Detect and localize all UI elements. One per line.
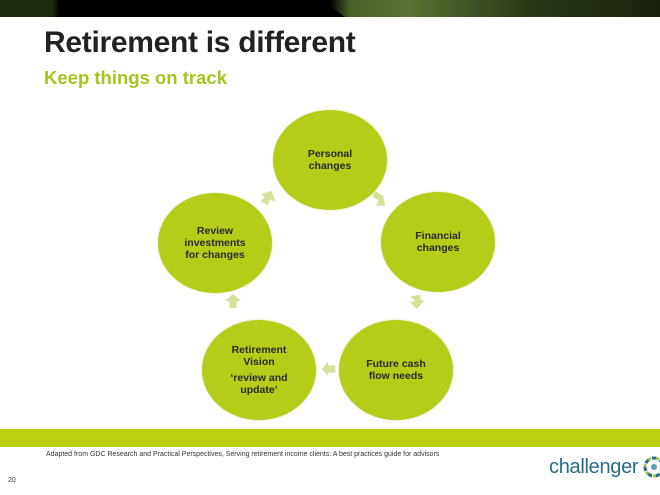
logo-emblem-icon bbox=[643, 456, 660, 478]
node-label: Review investments for changes bbox=[184, 225, 246, 261]
challenger-logo: challenger bbox=[549, 454, 660, 480]
slide-subtitle: Keep things on track bbox=[44, 67, 227, 88]
arrow-up-icon bbox=[224, 293, 242, 309]
arrow-left-icon bbox=[321, 361, 336, 377]
node-label: Future cash flow needs bbox=[366, 358, 426, 382]
cycle-node-financial: Financial changes bbox=[381, 192, 495, 292]
node-sublabel: ‘review and update’ bbox=[230, 372, 288, 396]
cycle-node-future-cash: Future cash flow needs bbox=[339, 320, 453, 420]
page-number: 20 bbox=[8, 477, 16, 484]
header-bar-shape bbox=[55, 0, 345, 17]
logo-wordmark: challenger bbox=[549, 455, 639, 478]
footer-band bbox=[0, 429, 660, 447]
header-bar bbox=[0, 0, 660, 17]
node-label: Personal changes bbox=[307, 148, 353, 172]
arrow-right-down-icon bbox=[372, 190, 386, 206]
node-label: Retirement Vision bbox=[231, 344, 287, 368]
slide-title: Retirement is different bbox=[44, 26, 356, 59]
cycle-node-retirement-vision: Retirement Vision ‘review and update’ bbox=[202, 320, 316, 420]
cycle-node-personal: Personal changes bbox=[273, 110, 387, 210]
source-note: Adapted from GDC Research and Practical … bbox=[46, 451, 440, 458]
node-label: Financial changes bbox=[415, 230, 461, 254]
arrow-up-right-icon bbox=[260, 190, 276, 206]
cycle-node-review: Review investments for changes bbox=[158, 193, 272, 293]
arrow-down-left-icon bbox=[409, 294, 425, 310]
